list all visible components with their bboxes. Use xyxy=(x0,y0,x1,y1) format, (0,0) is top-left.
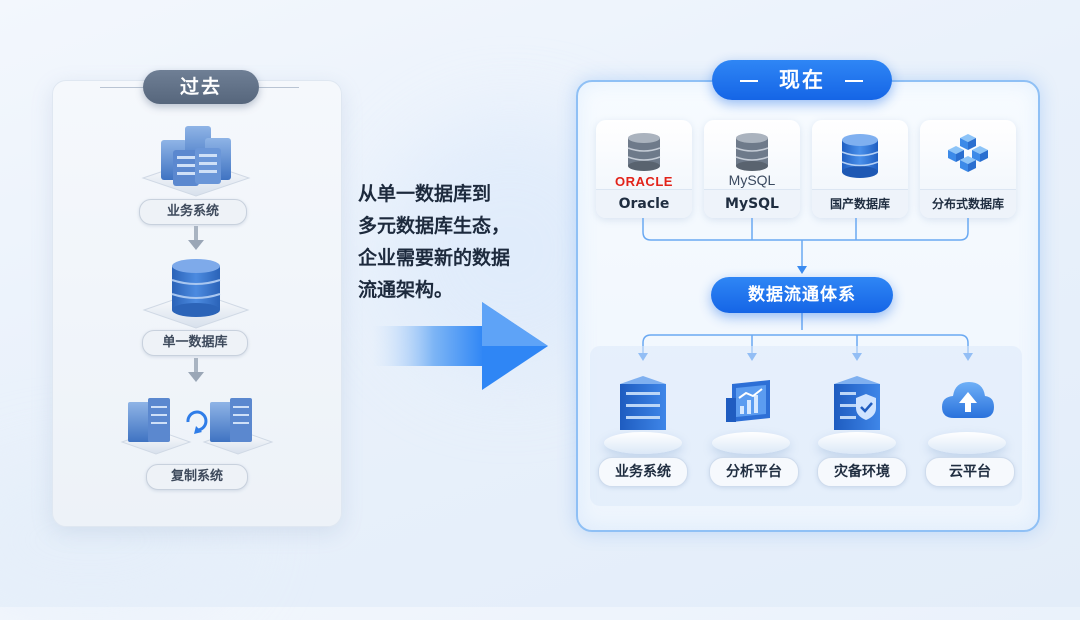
source-card-oracle: ORACLE Oracle xyxy=(596,120,692,218)
oracle-logo: ORACLE xyxy=(615,174,673,189)
shield-server-icon xyxy=(834,376,880,430)
database-icon xyxy=(841,134,879,178)
title-line-right xyxy=(259,87,299,88)
cubes-icon xyxy=(948,134,988,172)
target-analytics: 分析平台 xyxy=(709,457,799,487)
past-step-database: 单一数据库 xyxy=(142,330,248,356)
past-step-replication: 复制系统 xyxy=(146,464,248,490)
mysql-logo: MySQL xyxy=(728,172,776,188)
transition-line: 流通架构。 xyxy=(358,279,454,301)
platform xyxy=(712,432,790,454)
database-icon xyxy=(627,133,661,171)
source-label-mysql: MySQL xyxy=(704,189,800,218)
source-label-distributed: 分布式数据库 xyxy=(920,189,1016,218)
source-card-distributed: 分布式数据库 xyxy=(920,120,1016,218)
platform xyxy=(928,432,1006,454)
dashboard-icon xyxy=(726,380,770,422)
server-icon xyxy=(620,376,666,430)
title-dash-right xyxy=(845,80,863,82)
arrow-shaft-1 xyxy=(194,226,198,242)
title-line-left xyxy=(100,87,143,88)
down-arrow-icon xyxy=(188,240,204,250)
transition-text: 从单一数据库到 多元数据库生态， 企业需要新的数据 流通架构。 xyxy=(358,178,558,306)
source-label-domestic: 国产数据库 xyxy=(812,189,908,218)
data-flow-hub: 数据流通体系 xyxy=(711,277,893,313)
transition-line: 多元数据库生态， xyxy=(358,215,511,237)
target-cloud: 云平台 xyxy=(925,457,1015,487)
right-arrow-icon xyxy=(372,300,550,396)
platform xyxy=(818,432,896,454)
target-business: 业务系统 xyxy=(598,457,688,487)
present-title-text: 现在 xyxy=(779,68,825,92)
transition-line: 从单一数据库到 xyxy=(358,183,492,205)
replication-servers-icon xyxy=(118,392,276,462)
past-step-business: 业务系统 xyxy=(139,199,247,225)
title-dash-left xyxy=(740,80,758,82)
transition-line: 企业需要新的数据 xyxy=(358,247,511,269)
source-card-domestic: 国产数据库 xyxy=(812,120,908,218)
source-label-oracle: Oracle xyxy=(596,189,692,218)
platform xyxy=(604,432,682,454)
down-arrow-icon xyxy=(188,372,204,382)
flow-connectors xyxy=(638,218,973,361)
database-icon xyxy=(735,133,769,171)
arrow-shaft-2 xyxy=(194,358,198,374)
cloud-upload-icon xyxy=(942,382,994,418)
past-title: 过去 xyxy=(143,70,259,104)
source-card-mysql: MySQL MySQL xyxy=(704,120,800,218)
business-servers-icon xyxy=(133,118,259,200)
database-icon xyxy=(138,256,254,330)
target-disaster-recovery: 灾备环境 xyxy=(817,457,907,487)
